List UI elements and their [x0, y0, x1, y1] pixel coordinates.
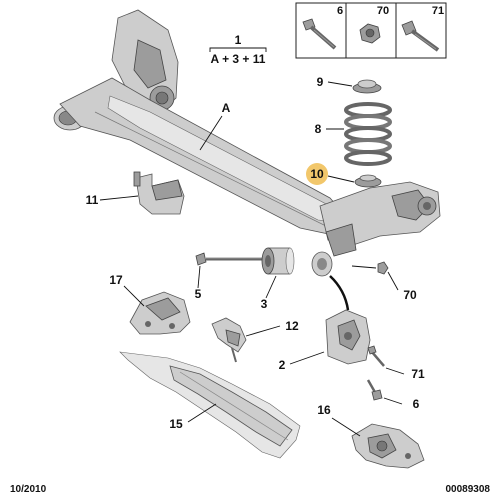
bracket-2 — [325, 309, 371, 365]
bolt-71-icon — [401, 20, 440, 52]
callout-label-8: 8 — [315, 122, 322, 136]
bolt-71 — [367, 345, 385, 367]
callout-15: 15 — [169, 403, 217, 431]
callout-12: 12 — [245, 319, 299, 337]
callout-label-16: 16 — [317, 403, 331, 417]
callout-10: 10 — [306, 163, 355, 185]
callout-label-10: 10 — [310, 167, 324, 181]
legend-label-71: 71 — [432, 5, 444, 17]
callout-label-15: 15 — [169, 417, 183, 431]
bolt-5 — [195, 252, 264, 266]
callout-3: 3 — [261, 275, 277, 311]
callout-label-6: 6 — [413, 397, 420, 411]
callout-label-71: 71 — [411, 367, 425, 381]
callout-8: 8 — [315, 122, 344, 136]
legend-label-6: 6 — [337, 5, 343, 17]
callout-10-highlight — [306, 163, 328, 185]
callout-A: A — [199, 101, 231, 151]
callout-label-11: 11 — [86, 193, 99, 207]
formula-number: 1 — [235, 33, 242, 47]
rear-axle-beam — [53, 9, 441, 257]
lower-spring-seat-10 — [354, 174, 382, 188]
nut-70 — [377, 261, 389, 275]
footer-code: 00089308 — [446, 484, 491, 495]
callout-label-A: A — [222, 101, 231, 115]
bolt-6-icon — [302, 18, 337, 50]
callout-17: 17 — [109, 273, 145, 307]
bracket-17 — [129, 291, 191, 335]
callout-6: 6 — [383, 397, 420, 411]
callout-9: 9 — [317, 75, 353, 89]
axle-bushing-sleeve — [311, 251, 350, 311]
upper-spring-seat-9 — [352, 79, 382, 94]
nut-70-icon — [359, 23, 381, 44]
heat-shield-15 — [119, 351, 301, 459]
formula-text: A + 3 + 11 — [211, 52, 266, 66]
callout-label-17: 17 — [109, 273, 123, 287]
bracket-11 — [133, 171, 185, 215]
legend-label-70: 70 — [377, 5, 389, 17]
bolt-6 — [366, 379, 383, 401]
callout-label-70: 70 — [403, 288, 417, 302]
callout-11: 11 — [86, 193, 139, 207]
assembly-formula: 1 A + 3 + 11 — [209, 33, 267, 66]
callout-label-3: 3 — [261, 297, 268, 311]
fastener-legend-box: 6 70 71 — [295, 2, 447, 59]
callout-label-9: 9 — [317, 75, 324, 89]
callout-label-5: 5 — [195, 287, 202, 301]
callout-2: 2 — [279, 351, 325, 372]
coil-spring-8 — [344, 102, 392, 166]
bushing-3 — [261, 247, 295, 275]
callout-5: 5 — [195, 265, 202, 301]
callout-label-2: 2 — [279, 358, 286, 372]
callout-71: 71 — [385, 367, 425, 381]
bracket-16 — [351, 423, 425, 469]
callout-label-12: 12 — [285, 319, 299, 333]
bracket-12 — [211, 317, 247, 363]
footer-date: 10/2010 — [10, 484, 47, 495]
callout-70: 70 — [351, 265, 417, 302]
callout-16: 16 — [317, 403, 361, 437]
